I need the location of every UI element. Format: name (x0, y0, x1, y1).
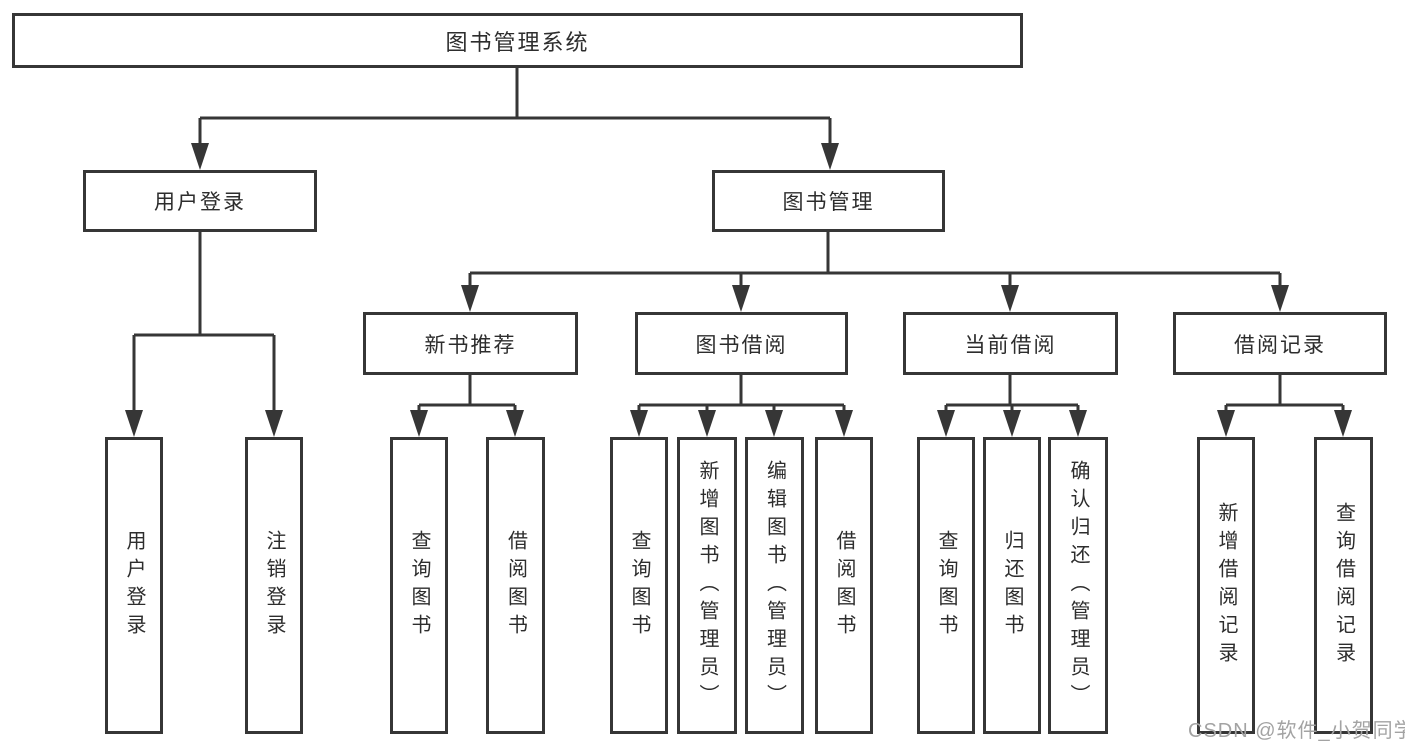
node-user-login: 用户登录 (83, 170, 317, 232)
leaf-query-books-borrow: 查询图书 (610, 437, 668, 734)
node-book-borrow-label: 图书借阅 (695, 333, 788, 357)
leaf-edit-book-admin: 编辑图书（管理员） (745, 437, 804, 734)
node-current-borrow-label: 当前借阅 (964, 333, 1057, 357)
node-borrow-records-label: 借阅记录 (1234, 333, 1326, 357)
node-current-borrow: 当前借阅 (903, 312, 1118, 375)
leaf-return-books-label: 归还图书 (1001, 529, 1023, 642)
leaf-query-books-recommend-label: 查询图书 (408, 529, 430, 642)
leaf-logout-label: 注销登录 (263, 529, 285, 642)
leaf-query-books-borrow-label: 查询图书 (628, 529, 650, 642)
leaf-query-books-current: 查询图书 (917, 437, 975, 734)
leaf-user-login: 用户登录 (105, 437, 163, 734)
leaf-borrow-books-recommend: 借阅图书 (486, 437, 545, 734)
leaf-borrow-books-recommend-label: 借阅图书 (504, 529, 527, 642)
leaf-return-books: 归还图书 (983, 437, 1041, 734)
leaf-add-book-admin: 新增图书（管理员） (677, 437, 737, 734)
watermark: CSDN @软件_小贺同学 (1188, 720, 1405, 742)
leaf-confirm-return-admin: 确认归还（管理员） (1048, 437, 1108, 734)
leaf-confirm-return-admin-label: 确认归还（管理员） (1067, 459, 1089, 712)
leaf-logout: 注销登录 (245, 437, 303, 734)
root-node-library-system: 图书管理系统 (12, 13, 1023, 68)
node-new-book-recommend-label: 新书推荐 (424, 333, 517, 357)
node-book-management: 图书管理 (712, 170, 945, 232)
leaf-query-books-recommend: 查询图书 (390, 437, 448, 734)
node-new-book-recommend: 新书推荐 (363, 312, 578, 375)
leaf-query-borrow-record-label: 查询借阅记录 (1332, 501, 1355, 670)
leaf-query-books-current-label: 查询图书 (935, 529, 957, 642)
arrowhead-icons (125, 143, 1352, 437)
leaf-borrow-books-2-label: 借阅图书 (833, 529, 855, 642)
node-book-management-label: 图书管理 (782, 191, 875, 214)
leaf-edit-book-admin-label: 编辑图书（管理员） (763, 459, 786, 712)
root-node-label: 图书管理系统 (445, 29, 590, 55)
leaf-user-login-label: 用户登录 (123, 529, 145, 642)
leaf-add-book-admin-label: 新增图书（管理员） (696, 459, 718, 712)
leaf-add-borrow-record-label: 新增借阅记录 (1215, 501, 1237, 670)
node-borrow-records: 借阅记录 (1173, 312, 1387, 375)
leaf-add-borrow-record: 新增借阅记录 (1197, 437, 1255, 734)
leaf-borrow-books-2: 借阅图书 (815, 437, 873, 734)
leaf-query-borrow-record: 查询借阅记录 (1314, 437, 1373, 734)
node-user-login-label: 用户登录 (154, 191, 246, 214)
node-book-borrow: 图书借阅 (635, 312, 848, 375)
